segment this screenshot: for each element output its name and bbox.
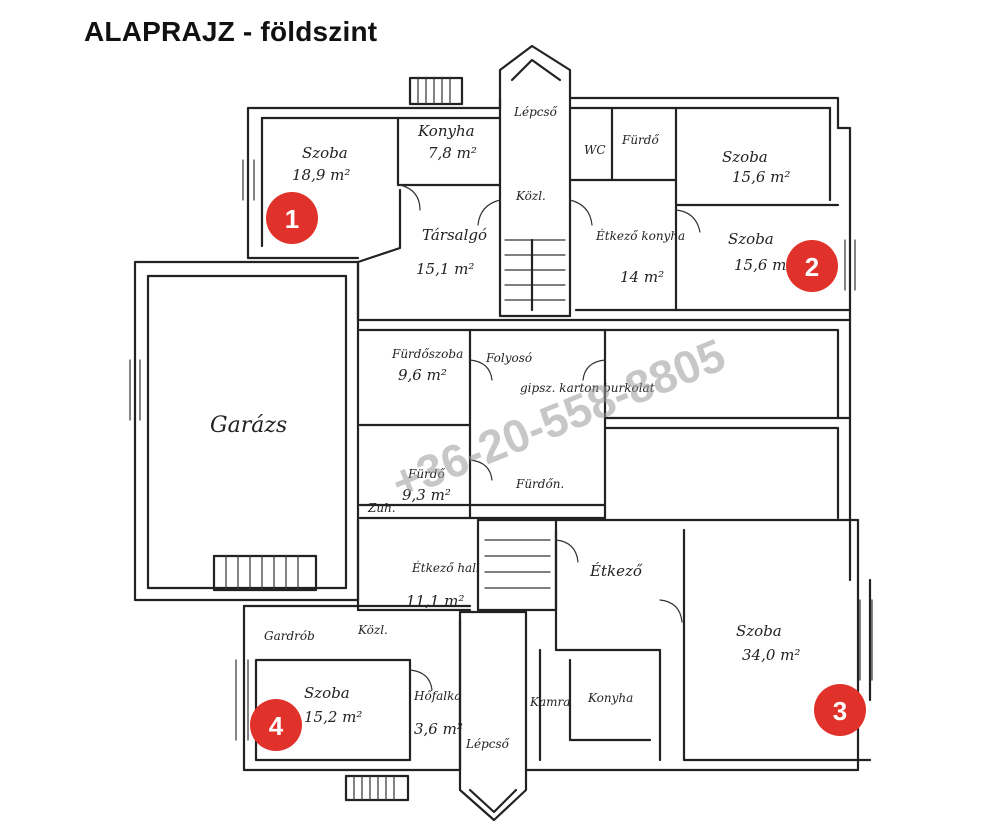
room-name-etkezo: Étkező <box>589 562 643 580</box>
room-name-hofalka: Hőfalka <box>413 689 462 703</box>
room-name-kamra: Kamra <box>529 695 570 709</box>
badge-number: 1 <box>285 204 299 234</box>
room-area-furdo-mid: 9,6 m² <box>398 366 447 384</box>
room-badge-4: 4 <box>250 699 302 751</box>
page-title: ALAPRAJZ - földszint <box>84 16 378 47</box>
room-area-r3: 34,0 m² <box>742 646 800 664</box>
room-area-r4: 15,2 m² <box>304 708 362 726</box>
room-area-etkezo-hall: 11,1 m² <box>406 592 464 610</box>
badge-number: 4 <box>269 711 284 741</box>
room-name-lepcso-bot: Lépcső <box>465 737 510 751</box>
room-area-szoba-tr: 15,6 m² <box>732 168 790 186</box>
badge-number: 2 <box>805 252 819 282</box>
room-labels: Szoba 18,9 m² Konyha 7,8 m² Lépcső WC Fü… <box>210 105 800 751</box>
room-name-furdo2: Fürdő <box>407 467 445 481</box>
badge-number: 3 <box>833 696 847 726</box>
room-name-kozl: Közl. <box>515 189 546 203</box>
room-badge-1: 1 <box>266 192 318 244</box>
room-area-konyha-top: 7,8 m² <box>428 144 477 162</box>
room-name-r1: Szoba <box>302 144 348 162</box>
room-name-r4: Szoba <box>304 684 350 702</box>
room-name-furdo-mid: Fürdőszoba <box>391 347 463 361</box>
room-name-kozl2: Közl. <box>357 623 388 637</box>
door-swings <box>399 184 701 691</box>
room-name-furdo-top: Fürdő <box>621 133 659 147</box>
room-name-lepcso-top: Lépcső <box>513 105 558 119</box>
room-area-etkezo-konyha: 14 m² <box>620 268 664 286</box>
room-name-gardrob: Gardrób <box>264 629 315 643</box>
room-area-r2: 15,6 m² <box>734 256 792 274</box>
room-name-konyha-top: Konyha <box>417 122 475 140</box>
room-name-etkezo-konyha: Étkező konyha <box>595 228 685 243</box>
room-name-garazs: Garázs <box>210 413 287 438</box>
room-name-szoba-tr: Szoba <box>722 148 768 166</box>
room-name-r3: Szoba <box>736 622 782 640</box>
room-name-folyo: Folyosó <box>485 351 532 365</box>
room-area-r1: 18,9 m² <box>292 166 350 184</box>
room-name-zuh: Zuh. <box>367 501 396 515</box>
room-name-gipsz: gipsz. karton burkolat <box>520 381 655 395</box>
room-name-r2: Szoba <box>728 230 774 248</box>
room-name-konyha-bot: Konyha <box>587 691 633 705</box>
room-badge-3: 3 <box>814 684 866 736</box>
room-area-furdo2: 9,3 m² <box>402 486 451 504</box>
room-name-etkezo-hall: Étkező hall <box>411 560 480 575</box>
room-area-hofalka: 3,6 m² <box>414 720 463 738</box>
room-name-tanacs: Társalgó <box>422 226 487 244</box>
room-area-tanacs: 15,1 m² <box>416 260 474 278</box>
room-badge-2: 2 <box>786 240 838 292</box>
room-name-furdon: Fürdőn. <box>515 477 564 491</box>
room-name-wc: WC <box>584 143 606 157</box>
